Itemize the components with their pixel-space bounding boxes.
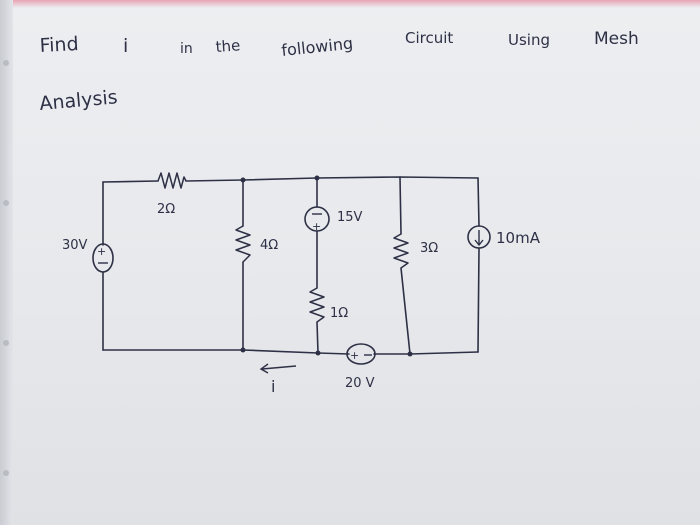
voltage-source-20v: + 20 V [345, 343, 376, 391]
arrow-left-icon [261, 365, 297, 370]
resistor-2ohm: 2Ω [157, 172, 187, 217]
question-text: Find i in the following Circuit Using Me… [39, 29, 639, 115]
word-circuit: Circuit [405, 29, 453, 47]
paper-pink-edge [0, 0, 700, 8]
word-using: Using [508, 31, 550, 49]
word-i: i [123, 35, 128, 57]
voltage-source-15v: + 15V [304, 206, 363, 233]
voltage-source-30v: + 30V [62, 238, 114, 273]
word-mesh: Mesh [594, 29, 639, 49]
node-dot [407, 351, 413, 357]
label-3ohm: 3Ω [420, 241, 438, 256]
node-dot [240, 347, 246, 353]
paper-margin-strip [0, 0, 13, 525]
polarity-plus-icon: + [312, 220, 321, 233]
polarity-plus-icon: + [97, 245, 106, 258]
polarity-plus-icon: + [350, 349, 359, 362]
node-dot [314, 175, 320, 181]
label-30v: 30V [62, 238, 88, 253]
label-20v: 20 V [345, 376, 375, 391]
circuit-wires [102, 176, 480, 355]
resistor-1ohm: 1Ω [309, 287, 348, 323]
label-15v: 15V [337, 210, 363, 225]
binder-hole [3, 60, 9, 66]
current-source-10ma: 10mA [467, 225, 541, 249]
binder-hole [3, 200, 9, 206]
label-2ohm: 2Ω [157, 202, 175, 217]
node-dot [240, 177, 246, 183]
resistor-4ohm: 4Ω [235, 225, 278, 263]
label-1ohm: 1Ω [330, 306, 348, 321]
label-4ohm: 4Ω [260, 238, 278, 253]
word-following: following [280, 34, 354, 60]
binder-hole [3, 340, 9, 346]
word-find: Find [39, 33, 79, 57]
circuit-nodes [240, 175, 413, 357]
word-analysis: Analysis [39, 86, 119, 115]
resistor-3ohm: 3Ω [393, 233, 438, 269]
binder-hole [3, 470, 9, 476]
word-the: the [215, 36, 241, 56]
node-dot [315, 350, 321, 356]
label-current-i: i [271, 377, 275, 396]
current-i-indicator: i [259, 363, 297, 396]
label-10ma: 10mA [496, 229, 541, 247]
word-in: in [180, 41, 193, 57]
